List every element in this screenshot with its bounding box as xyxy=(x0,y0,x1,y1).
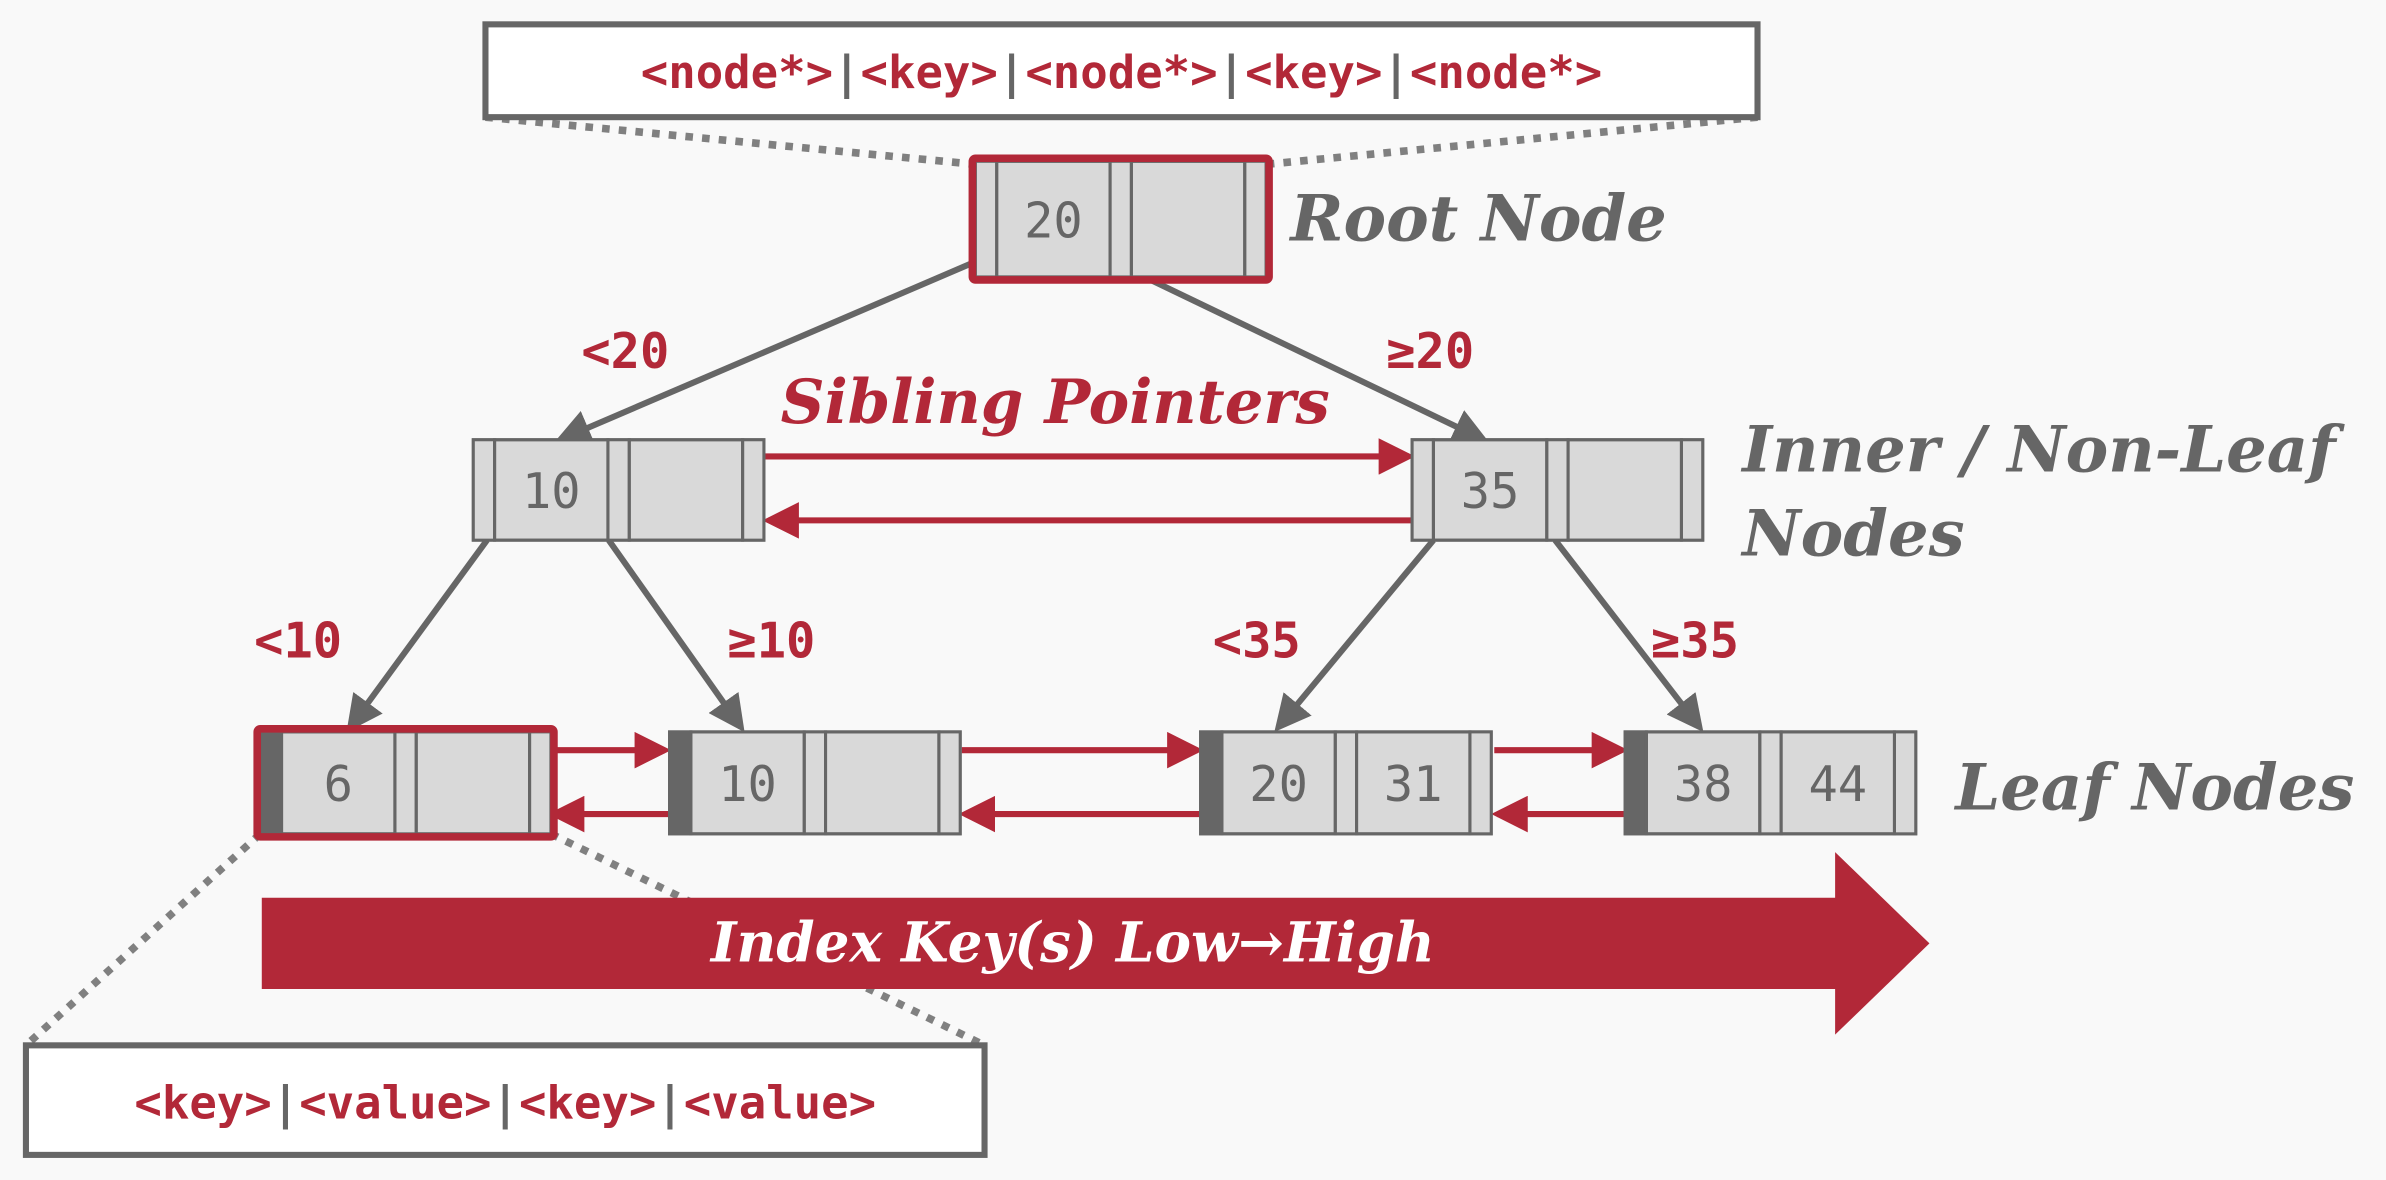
child-pointer-arrow xyxy=(1552,538,1704,733)
pointer-slot xyxy=(973,159,999,279)
callout-dotted-line xyxy=(23,831,263,1049)
format-token: <node*> xyxy=(1025,46,1217,99)
pointer-slot xyxy=(393,730,418,836)
format-token: <key> xyxy=(861,46,998,99)
pointer-slot xyxy=(1758,730,1783,836)
pointer-slot xyxy=(1545,438,1570,542)
key-value: 10 xyxy=(718,757,777,813)
pointer-slot xyxy=(1243,159,1268,279)
leaf-node: 38 44 xyxy=(1623,730,1918,836)
format-token: <value> xyxy=(299,1076,491,1129)
callout-dotted-line xyxy=(485,113,976,169)
child-pointer-arrow xyxy=(606,538,745,733)
child-pointer-arrow xyxy=(1274,538,1436,733)
edge-label: <35 xyxy=(1213,613,1301,669)
root-node: 20 xyxy=(968,154,1273,284)
key-value: 31 xyxy=(1384,757,1443,813)
pointer-slot xyxy=(1410,438,1435,542)
format-separator: | xyxy=(272,1076,299,1130)
edge-label: <20 xyxy=(581,324,669,380)
leaf-nodes-label: Leaf Nodes xyxy=(1953,750,2354,825)
leaf-node-format-box xyxy=(22,1042,988,1158)
key-value: 20 xyxy=(1249,757,1308,813)
pointer-slot xyxy=(1679,438,1705,542)
inner-node: 35 xyxy=(1410,438,1705,542)
child-pointer-arrow xyxy=(1142,274,1490,444)
key-value: 20 xyxy=(1024,193,1083,249)
key-slot xyxy=(1779,730,1896,836)
key-order-label: Index Key(s) Low→High xyxy=(709,911,1435,975)
pointer-slot xyxy=(1468,730,1493,836)
inner-node-format-box xyxy=(482,21,1761,121)
pointer-slot xyxy=(937,730,962,836)
key-slot xyxy=(689,730,806,836)
edge-label: ≥35 xyxy=(1651,613,1739,669)
root-node-label: Root Node xyxy=(1288,181,1666,256)
format-separator: | xyxy=(833,46,860,100)
inner-node-format-text: <node*>|<key>|<node*>|<key>|<node*> xyxy=(641,46,1602,100)
edge-label: <10 xyxy=(254,613,342,669)
pointer-slot xyxy=(1623,730,1648,836)
key-value: 35 xyxy=(1461,464,1520,520)
edge-label: ≥10 xyxy=(727,613,815,669)
key-order-arrow xyxy=(261,852,1930,1035)
child-pointer-arrow xyxy=(554,258,977,445)
format-separator: | xyxy=(492,1076,519,1130)
format-separator: | xyxy=(656,1076,683,1130)
format-separator: | xyxy=(998,46,1025,100)
sibling-pointers-label: Sibling Pointers xyxy=(781,367,1330,438)
pointer-slot xyxy=(668,730,693,836)
key-slot xyxy=(627,438,745,542)
pointer-slot xyxy=(741,438,766,542)
format-separator: | xyxy=(1218,46,1245,100)
inner-nodes-label-line2: Nodes xyxy=(1740,496,1964,571)
format-token: <key> xyxy=(134,1076,271,1129)
key-slot xyxy=(1220,730,1337,836)
edge-label: ≥20 xyxy=(1386,324,1474,380)
format-token: <node*> xyxy=(641,46,833,99)
leaf-node-format-text: <key>|<value>|<key>|<value> xyxy=(134,1076,876,1130)
leaf-node: 6 xyxy=(253,725,558,841)
pointer-slot xyxy=(1333,730,1359,836)
pointer-slot xyxy=(802,730,828,836)
child-pointer-arrow xyxy=(346,538,490,733)
leaf-node: 10 xyxy=(668,730,962,836)
key-slot xyxy=(1431,438,1549,542)
format-token: <node*> xyxy=(1410,46,1602,99)
key-value: 10 xyxy=(522,464,581,520)
key-slot xyxy=(1566,438,1683,542)
key-slot xyxy=(824,730,941,836)
highlight-border xyxy=(253,725,558,841)
inner-node: 10 xyxy=(471,438,766,542)
key-slot xyxy=(493,438,610,542)
inner-nodes-label-line1: Inner / Non-Leaf xyxy=(1740,413,2345,488)
pointer-slot xyxy=(471,438,497,542)
key-value: 38 xyxy=(1674,757,1733,813)
pointer-slot xyxy=(258,730,284,836)
pointer-slot xyxy=(606,438,631,542)
format-token: <value> xyxy=(684,1076,876,1129)
callout-dotted-line xyxy=(1265,113,1758,169)
format-token: <key> xyxy=(1245,46,1382,99)
highlight-border xyxy=(968,154,1273,284)
key-slot xyxy=(1355,730,1472,836)
pointer-slot xyxy=(1199,730,1224,836)
format-separator: | xyxy=(1382,46,1409,100)
pointer-slot xyxy=(528,730,553,836)
format-token: <key> xyxy=(519,1076,656,1129)
pointer-slot xyxy=(1108,159,1133,279)
key-value: 44 xyxy=(1808,757,1867,813)
key-slot xyxy=(1644,730,1762,836)
pointer-slot xyxy=(1892,730,1918,836)
key-value: 6 xyxy=(324,757,353,813)
